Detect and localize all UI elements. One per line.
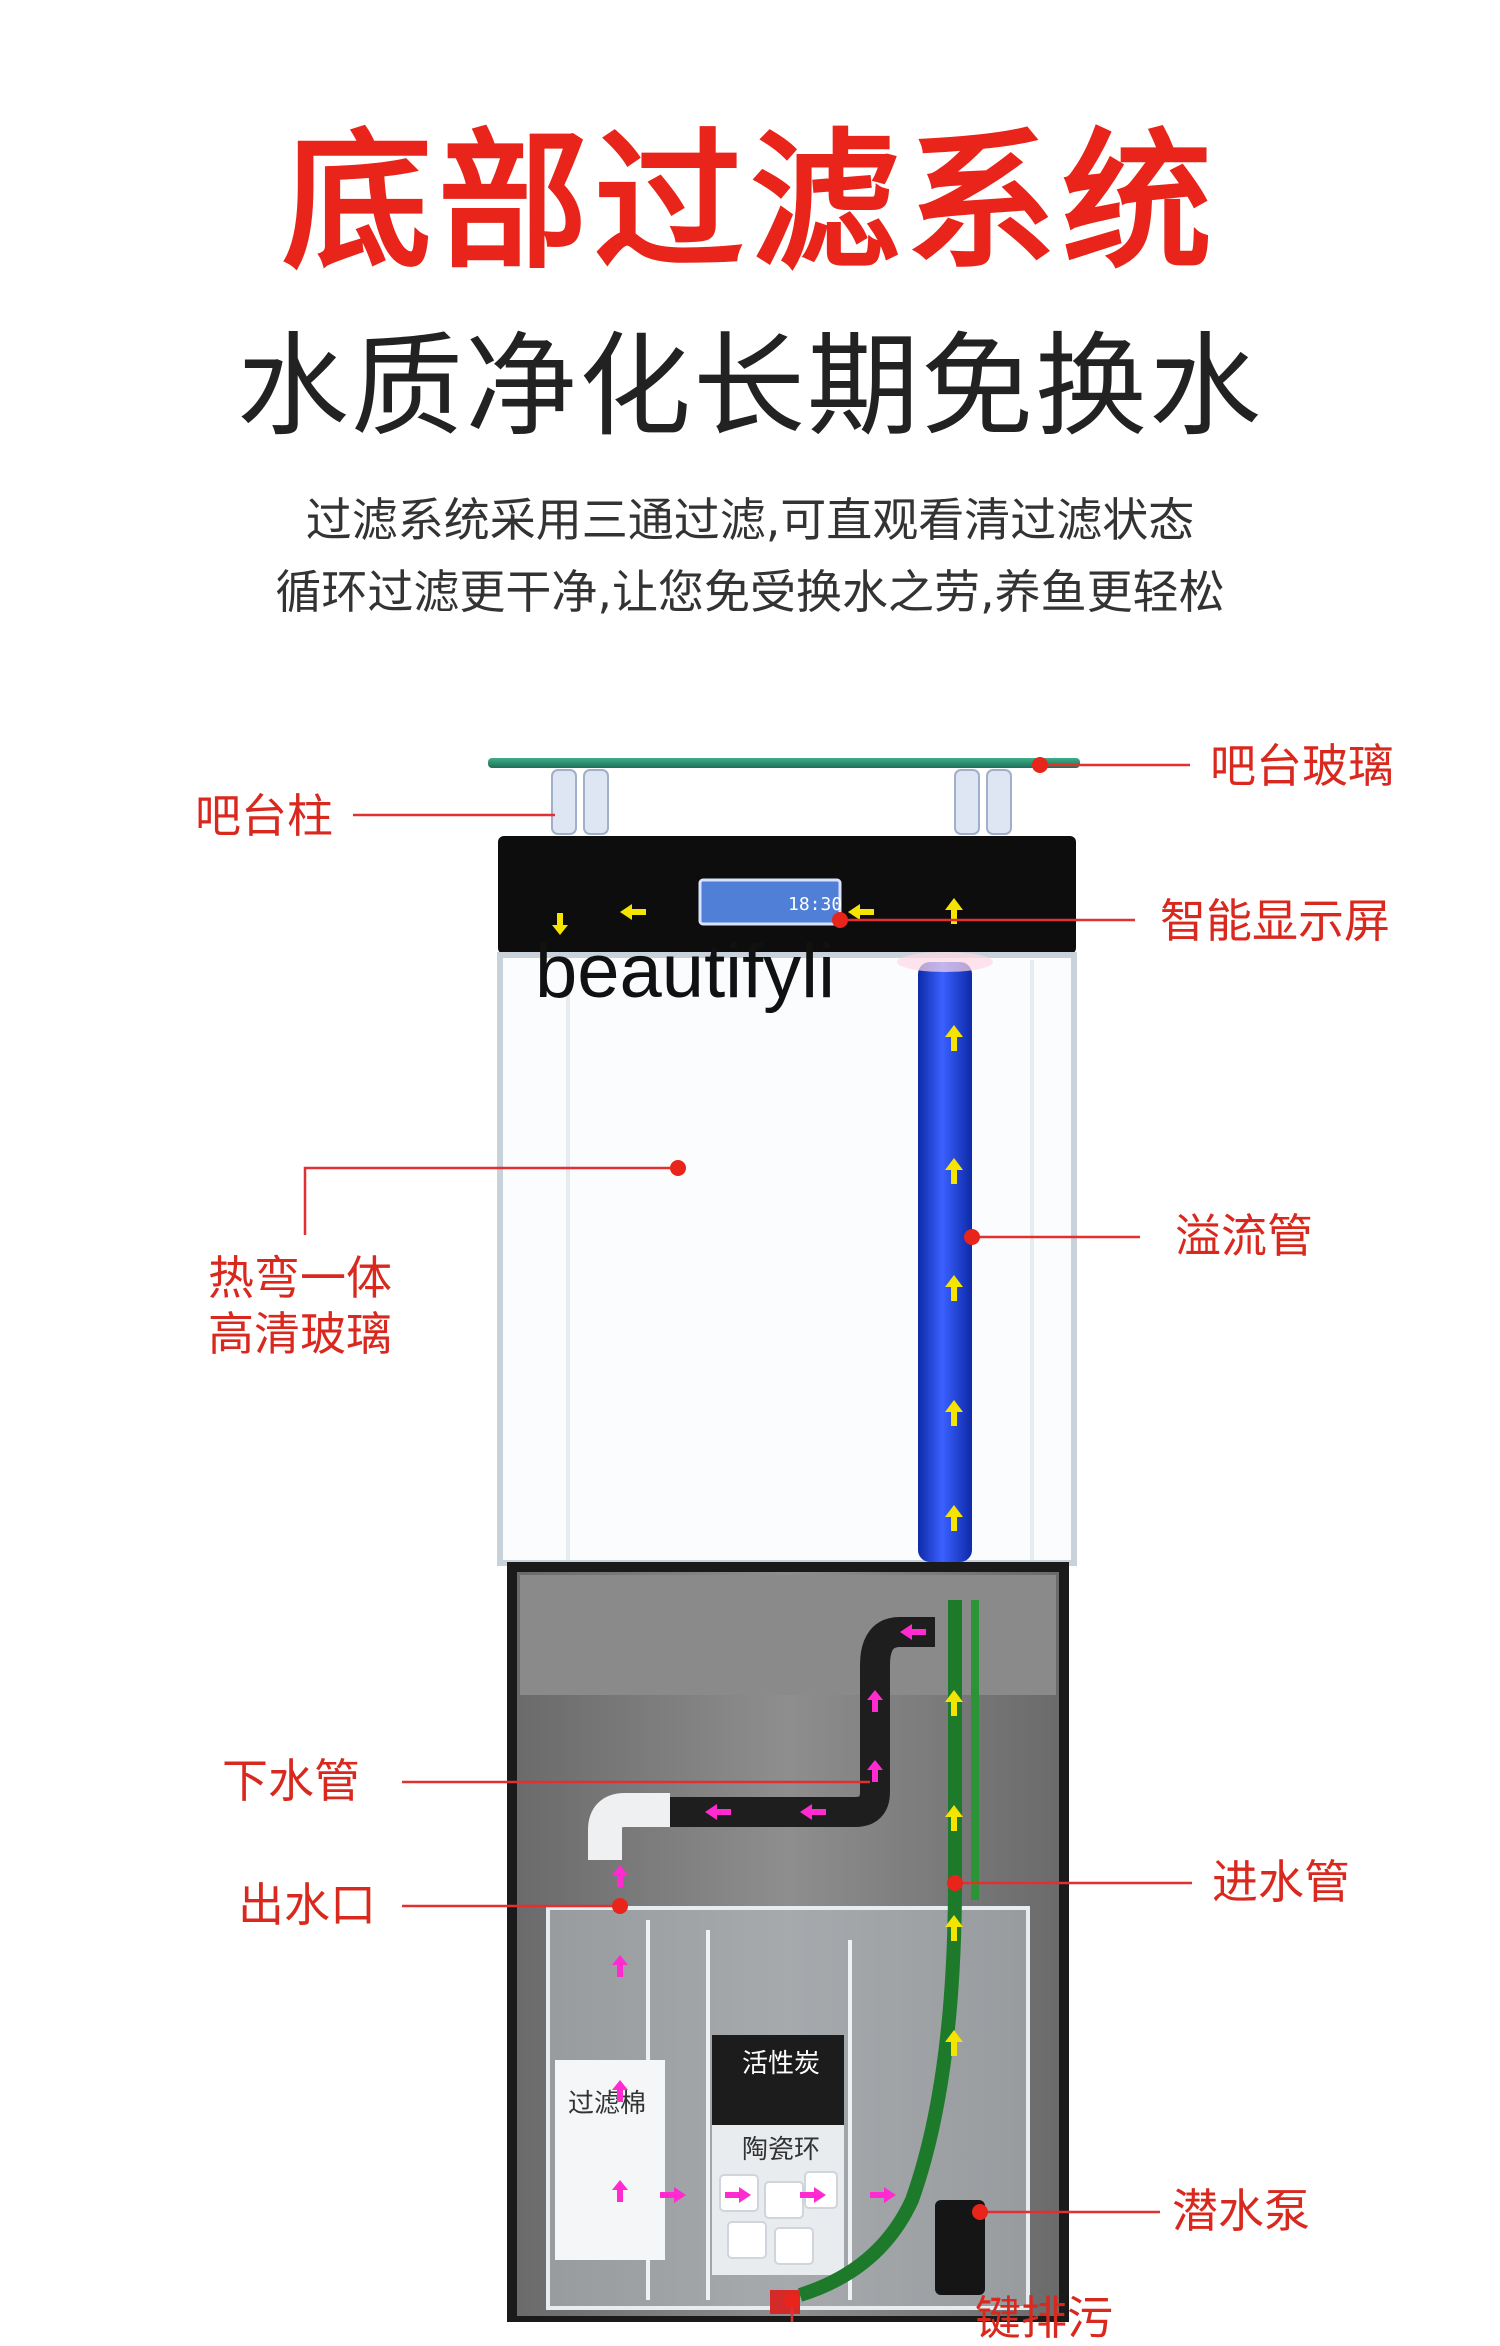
flow-arrows-lid [552,904,874,935]
drain-pipe [670,1617,935,1827]
leader-dots [612,757,1048,2308]
label-outlet: 出水口 [238,1878,376,1932]
label-glass-line-1: 热弯一体 [208,1251,392,1305]
svg-text:陶瓷环: 陶瓷环 [742,2135,820,2165]
description-line-2: 循环过滤更干净,让您免受换水之劳,养鱼更轻松 [275,565,1225,619]
svg-text:活性炭: 活性炭 [742,2049,820,2079]
flow-arrows-drain [612,1624,926,2203]
label-pump: 潜水泵 [1172,2184,1310,2238]
display-time: 18:30 [788,894,842,915]
bar-glass [488,758,1080,768]
svg-text:过滤棉: 过滤棉 [568,2089,646,2119]
label-smart-display: 智能显示屏 [1160,894,1390,948]
outlet-elbow [588,1793,670,1860]
overflow-pipe [918,962,972,1562]
label-overflow-pipe: 溢流管 [1175,1209,1313,1263]
label-drain-outlet-cut: 键排污 [975,2291,1113,2345]
filter-cotton [555,2060,665,2260]
inlet-pipe [797,1600,962,2302]
page-title: 底部过滤系统 [281,116,1218,290]
flow-arrows-up [945,898,963,2056]
label-bar-glass: 吧台玻璃 [1210,739,1394,793]
label-drain-pipe: 下水管 [222,1754,360,1808]
watermark: beautifyli [535,929,835,1014]
glass-tank [497,952,1077,1566]
bar-posts [551,769,1012,835]
label-glass-line-2: 高清玻璃 [208,1307,392,1361]
leader-lines [303,763,1192,2322]
activated-carbon [712,2035,844,2125]
label-inlet-pipe: 进水管 [1212,1855,1350,1909]
submersible-pump [935,2200,985,2295]
description-line-1: 过滤系统采用三通过滤,可直观看清过滤状态 [305,493,1195,547]
page-subtitle: 水质净化长期免换水 [237,322,1263,452]
smart-display-screen [698,878,842,926]
label-bar-post: 吧台柱 [195,789,333,843]
